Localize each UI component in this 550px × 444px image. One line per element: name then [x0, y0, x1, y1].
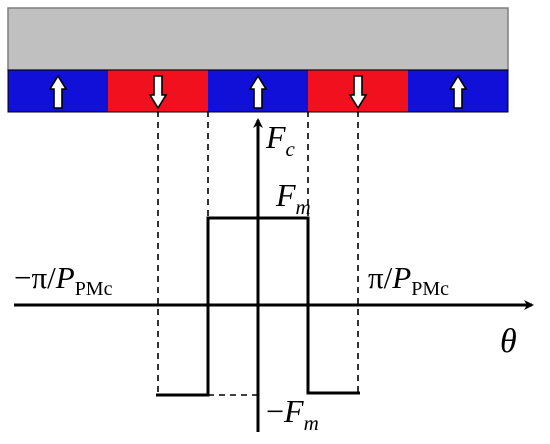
- magnetization-up-arrow-icon: [448, 74, 468, 109]
- magnetization-up-arrow-icon: [248, 74, 268, 109]
- magnet-segment: [308, 70, 408, 112]
- back-iron: [7, 7, 509, 71]
- projection-lines: [157, 111, 359, 396]
- magnetization-down-arrow-icon: [148, 75, 168, 110]
- magnetization-down-arrow-icon: [348, 75, 368, 110]
- mmf-waveform: [156, 216, 360, 397]
- magnet-segment: [208, 70, 308, 112]
- right-period-label: π/PPMc: [368, 260, 449, 300]
- left-period-label: −π/PPMc: [14, 260, 113, 300]
- neg-fm-label: −Fm: [266, 393, 319, 435]
- magnet-segment: [8, 70, 108, 112]
- magnet-segment: [108, 70, 208, 112]
- magnet-row: [7, 69, 509, 113]
- y-axis-label: Fc: [265, 119, 296, 161]
- x-axis-label: θ: [500, 323, 517, 360]
- magnetization-up-arrow-icon: [48, 74, 68, 109]
- magnet-segment: [408, 70, 508, 112]
- fm-label: Fm: [275, 177, 311, 219]
- magnet-row-outline: [7, 69, 509, 113]
